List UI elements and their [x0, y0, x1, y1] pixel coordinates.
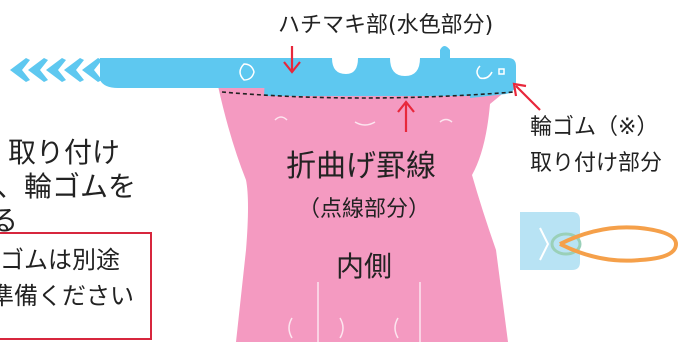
- rubber-attach-label-line-2: 取り付け部分: [530, 151, 662, 176]
- rubber-band-knot: [550, 232, 582, 256]
- left-instruction-line-3: る: [0, 204, 18, 237]
- left-instruction-line-1: 取り付け: [8, 136, 120, 169]
- mask-body-details: [274, 116, 453, 342]
- attach-piece-outline: [539, 227, 550, 261]
- note-box: ゴムは別途 準備ください: [0, 232, 152, 340]
- note-line-1: ゴムは別途: [0, 246, 120, 274]
- rubber-attach-label-line-1: 輪ゴム（※）: [530, 115, 658, 140]
- rubber-band-illustration: [520, 212, 679, 270]
- rubber-attach-arrow: [512, 82, 541, 111]
- headband-arrow: [283, 46, 301, 74]
- note-box-text: ゴムは別途 準備ください: [0, 246, 134, 310]
- fold-line-arrow: [397, 100, 415, 132]
- fold-line-sub-label: （点線部分）: [298, 197, 430, 222]
- fold-line: [221, 91, 515, 99]
- headband-label: ハチマキ部(水色部分): [278, 13, 493, 38]
- left-instruction-line-2: 、輪ゴムを: [0, 170, 136, 203]
- headband-strap: [10, 46, 516, 98]
- attach-piece: [520, 212, 580, 270]
- strap-loops: [239, 63, 505, 81]
- rubber-band: [559, 225, 679, 263]
- mask-body: [218, 86, 512, 342]
- inner-side-label: 内側: [336, 250, 392, 283]
- fold-line-label: 折曲げ罫線: [286, 149, 436, 184]
- note-line-2: 準備ください: [0, 282, 134, 310]
